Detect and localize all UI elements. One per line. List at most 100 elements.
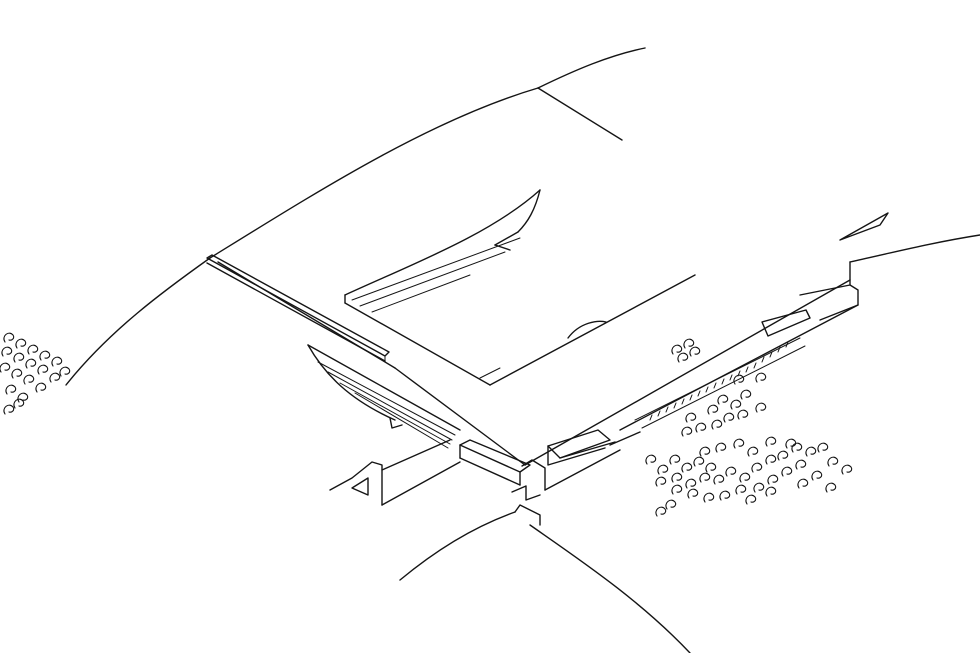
dome-bump bbox=[567, 320, 607, 339]
crowd-figure-77 bbox=[655, 506, 667, 517]
beam-body bbox=[206, 254, 390, 357]
lower-wall-right bbox=[544, 449, 621, 491]
entrance-slot bbox=[351, 477, 369, 496]
seating-rail-2 bbox=[641, 345, 806, 429]
tiered-stand-left bbox=[307, 344, 461, 449]
crowd-figure-40 bbox=[693, 456, 705, 467]
mid-block-lower bbox=[559, 441, 616, 459]
crowd-figure-4 bbox=[51, 356, 63, 367]
crowd-figure-42 bbox=[671, 472, 683, 483]
crowd-figure-63 bbox=[687, 488, 699, 499]
stand-curve bbox=[307, 344, 396, 421]
crowd-figure-43 bbox=[685, 478, 697, 489]
stand-top bbox=[307, 344, 461, 431]
stand-line-4 bbox=[354, 392, 449, 449]
step-line-4 bbox=[479, 367, 501, 379]
crowd-figure-30 bbox=[695, 422, 707, 433]
crowd-figure-22 bbox=[689, 346, 701, 357]
landscape-contours bbox=[65, 47, 980, 653]
opening-right-edge bbox=[489, 274, 696, 386]
crowd-figure-78 bbox=[665, 499, 677, 510]
crowd-figure-33 bbox=[707, 404, 719, 415]
bottom-right-contour-curve bbox=[529, 524, 691, 653]
crowd-figure-45 bbox=[713, 474, 725, 485]
step-line-1 bbox=[351, 237, 521, 301]
crowd-figure-49 bbox=[765, 454, 777, 465]
crowd-figure-28 bbox=[723, 412, 735, 423]
step-line-2 bbox=[359, 251, 506, 307]
crowd-figure-69 bbox=[811, 470, 823, 481]
crowd-figure-7 bbox=[13, 352, 25, 363]
sail-left-curve bbox=[344, 189, 541, 296]
wing-base bbox=[609, 431, 641, 446]
crowd-figure-67 bbox=[765, 486, 777, 497]
crowd-figure-35 bbox=[730, 399, 742, 410]
crowd-figure-50 bbox=[777, 450, 789, 461]
stand-line-2 bbox=[327, 371, 453, 441]
wing-end-box bbox=[799, 284, 859, 321]
crowd-figure-21 bbox=[677, 352, 689, 363]
crowd-figure-57 bbox=[781, 466, 793, 477]
crowd-figures bbox=[0, 332, 853, 517]
stand-line-3 bbox=[339, 382, 451, 445]
beam-under-edge bbox=[206, 262, 386, 362]
seating-teeth bbox=[649, 341, 789, 421]
crowd-figure-8 bbox=[25, 358, 37, 369]
crowd-figure-68 bbox=[825, 482, 837, 493]
crowd-figure-0 bbox=[3, 332, 15, 343]
crowd-figure-13 bbox=[23, 374, 35, 385]
beam-left bbox=[206, 254, 390, 362]
sail-tip bbox=[517, 189, 541, 233]
crowd-figure-5 bbox=[59, 366, 71, 377]
bottom-left-contour-curve bbox=[399, 511, 516, 581]
crowd-figure-29 bbox=[711, 419, 723, 430]
opening-lower-edge bbox=[344, 302, 491, 386]
crowd-figure-48 bbox=[751, 462, 763, 473]
lower-wall-top bbox=[381, 439, 451, 471]
crowd-figure-38 bbox=[669, 454, 681, 465]
crowd-figure-65 bbox=[655, 476, 667, 487]
grandstand-right bbox=[609, 212, 889, 446]
roof-right-edge bbox=[537, 87, 623, 141]
crowd-figure-47 bbox=[739, 472, 751, 483]
crowd-figure-31 bbox=[681, 426, 693, 437]
crowd-figure-9 bbox=[37, 364, 49, 375]
crowd-figure-56 bbox=[795, 459, 807, 470]
crowd-figure-66 bbox=[745, 494, 757, 505]
crowd-figure-2 bbox=[27, 344, 39, 355]
crowd-figure-54 bbox=[827, 456, 839, 467]
seating-rail-1 bbox=[634, 337, 801, 421]
step-line-3 bbox=[371, 274, 471, 313]
sail-spike bbox=[494, 231, 519, 246]
top-contour-curve bbox=[65, 257, 211, 386]
crowd-figure-27 bbox=[737, 409, 749, 420]
crowd-figure-44 bbox=[699, 472, 711, 483]
crowd-figure-25 bbox=[740, 389, 752, 400]
lower-wall-bottom bbox=[381, 461, 461, 506]
gate-stub bbox=[511, 485, 541, 501]
crowd-figure-23 bbox=[733, 374, 745, 385]
crowd-figure-55 bbox=[841, 464, 853, 475]
crowd-figure-37 bbox=[657, 464, 669, 475]
crowd-figure-71 bbox=[785, 438, 797, 449]
wing-top-edge bbox=[619, 304, 859, 431]
crowd-figure-51 bbox=[791, 442, 803, 453]
crowd-figure-10 bbox=[49, 372, 61, 383]
crowd-figure-17 bbox=[3, 404, 15, 415]
lower-structure bbox=[329, 429, 621, 526]
crowd-figure-70 bbox=[797, 478, 809, 489]
crowd-figure-19 bbox=[671, 344, 683, 355]
crowd-figure-60 bbox=[735, 484, 747, 495]
crowd-figure-59 bbox=[753, 482, 765, 493]
bench-block bbox=[459, 439, 531, 473]
crowd-figure-14 bbox=[35, 382, 47, 393]
wing-flag bbox=[839, 212, 889, 241]
wing-recess bbox=[761, 309, 811, 337]
gate-block bbox=[521, 459, 546, 491]
crowd-figure-75 bbox=[715, 442, 727, 453]
crowd-figure-20 bbox=[683, 338, 695, 349]
crowd-figure-53 bbox=[817, 442, 829, 453]
stand-line-1 bbox=[317, 361, 456, 436]
courtyard-opening bbox=[344, 189, 696, 386]
